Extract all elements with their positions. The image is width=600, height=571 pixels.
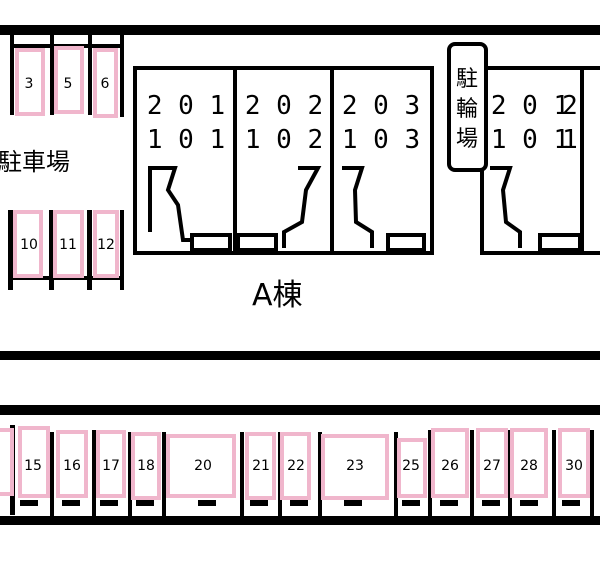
bike-parking-char: 輪 xyxy=(456,97,478,122)
unit-upper-label: 2 0 2 xyxy=(245,91,323,121)
unit-lower-label: 1 0 1 xyxy=(147,125,225,155)
space-number: 6 xyxy=(101,76,110,92)
unit-lower-label: 1 0 1 xyxy=(491,125,569,155)
building-a xyxy=(133,66,434,255)
space-number: 18 xyxy=(137,458,155,474)
space-number: 11 xyxy=(59,237,77,253)
bike-parking-char: 駐 xyxy=(456,67,478,92)
bike-parking-box xyxy=(447,42,488,172)
unit-lower-label: 1 0 3 xyxy=(342,125,420,155)
unit-upper-label: 2 xyxy=(562,91,578,121)
building-label: A棟 xyxy=(252,278,303,313)
space-number: 17 xyxy=(102,458,120,474)
space-number: 15 xyxy=(24,458,42,474)
unit-upper-label: 2 0 1 xyxy=(147,91,225,121)
middle-space-borders xyxy=(13,210,119,278)
bottom-space-borders xyxy=(0,426,590,500)
bike-parking-char: 場 xyxy=(456,127,478,152)
space-number: 25 xyxy=(402,458,420,474)
space-number: 27 xyxy=(483,458,501,474)
space-number: 23 xyxy=(346,458,364,474)
unit-upper-label: 2 0 1 xyxy=(491,91,569,121)
space-number: 20 xyxy=(194,458,212,474)
space-number: 22 xyxy=(287,458,305,474)
space-number: 30 xyxy=(565,458,583,474)
space-number: 21 xyxy=(252,458,270,474)
boundary-lines xyxy=(0,25,600,525)
unit-lower-label: 1 xyxy=(562,125,578,155)
top-space-borders xyxy=(15,46,118,118)
space-number: 12 xyxy=(97,237,115,253)
units-a: 2 0 1 1 0 1 2 0 2 1 0 2 2 0 3 1 0 3 xyxy=(147,91,420,155)
unit-lower-label: 1 0 2 xyxy=(245,125,323,155)
space-number: 3 xyxy=(25,76,34,92)
space-number: 28 xyxy=(520,458,538,474)
space-number: 5 xyxy=(64,76,73,92)
space-number: 26 xyxy=(441,458,459,474)
space-number: 10 xyxy=(20,237,38,253)
building-b xyxy=(447,42,600,255)
parking-label: 駐車場 xyxy=(0,148,70,176)
unit-upper-label: 2 0 3 xyxy=(342,91,420,121)
bike-parking-label: 駐輪場 xyxy=(456,67,478,152)
space-number: 16 xyxy=(63,458,81,474)
units-b: 2 0 1 1 0 1 2 1 xyxy=(491,91,578,155)
